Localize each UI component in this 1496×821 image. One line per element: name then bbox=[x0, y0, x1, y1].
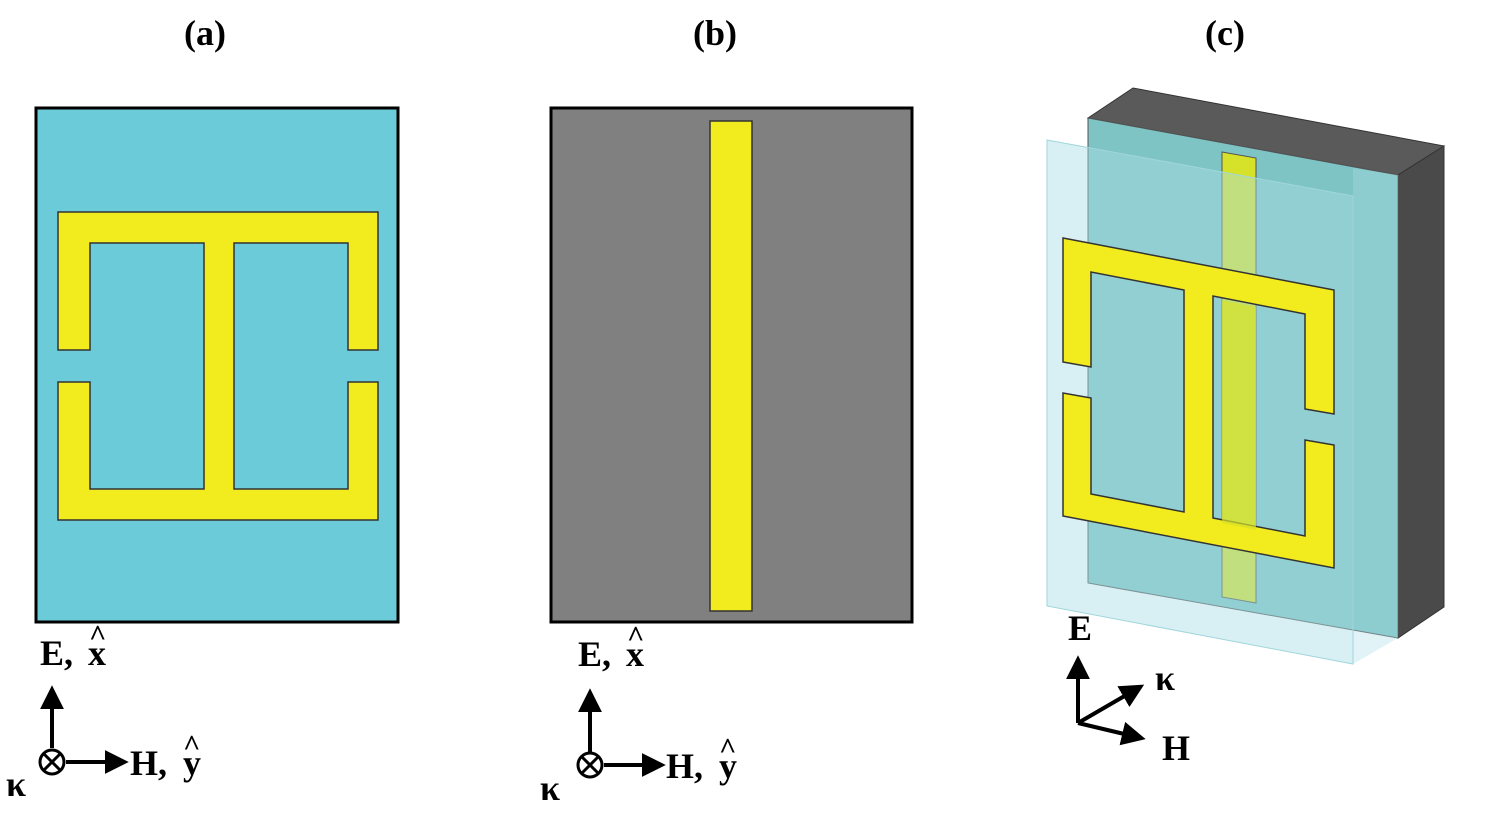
panel-label-c: (c) bbox=[1205, 13, 1245, 53]
axes-b: E, x ^ H, y ^ κ bbox=[540, 620, 737, 808]
y-hat-a: ^ bbox=[183, 729, 200, 762]
resonator-pattern-3d bbox=[1062, 237, 1335, 569]
h-label-c: H bbox=[1162, 728, 1190, 768]
h-field-arrow-c bbox=[1077, 721, 1146, 746]
box-side-face bbox=[1397, 145, 1445, 639]
k-label-a: κ bbox=[6, 764, 26, 804]
k-label-b: κ bbox=[540, 768, 560, 808]
e-label-a: E, bbox=[40, 633, 73, 673]
y-unit-a: y bbox=[183, 743, 201, 783]
axes-a: E, x ^ H, y ^ κ bbox=[6, 619, 201, 804]
x-hat-b: ^ bbox=[627, 620, 644, 653]
cross-mark-a2 bbox=[42, 752, 62, 772]
y-hat-b: ^ bbox=[719, 732, 736, 765]
h-label-a: H, bbox=[130, 743, 167, 783]
x-hat-a: ^ bbox=[89, 619, 106, 652]
strip-through-gap bbox=[1222, 300, 1256, 530]
panel-a-front-view bbox=[34, 106, 400, 624]
metal-strip bbox=[709, 120, 753, 612]
panel-c-3d-view bbox=[1046, 87, 1446, 665]
panel-b-back-view bbox=[549, 106, 914, 624]
cross-mark-b2 bbox=[580, 755, 600, 775]
e-label-b: E, bbox=[578, 634, 611, 674]
x-unit-b: x bbox=[626, 634, 644, 674]
k-label-c: κ bbox=[1155, 658, 1175, 698]
resonator-pattern bbox=[57, 211, 379, 521]
substrate-slab-side bbox=[1353, 168, 1398, 664]
e-label-c: E bbox=[1068, 608, 1092, 648]
axes-c: E κ H bbox=[1066, 608, 1190, 768]
x-unit-a: x bbox=[88, 633, 106, 673]
panel-label-b: (b) bbox=[693, 13, 737, 53]
h-label-b: H, bbox=[666, 746, 703, 786]
k-vector-arrow-c bbox=[1076, 684, 1145, 725]
panel-label-a: (a) bbox=[184, 13, 226, 53]
y-unit-b: y bbox=[719, 746, 737, 786]
